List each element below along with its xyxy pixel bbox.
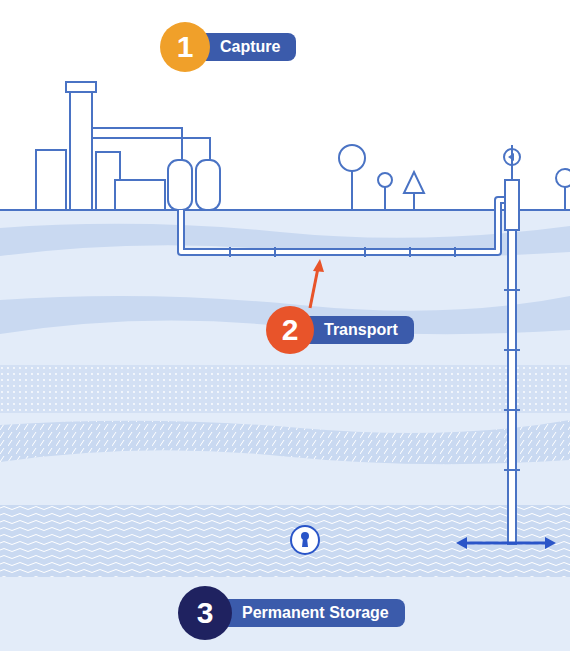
step-label: Permanent Storage (205, 599, 405, 627)
callout-number: 1 (160, 22, 210, 72)
callout-number: 3 (178, 586, 232, 640)
transport-badge: 2Transport (266, 306, 414, 354)
storage-badge: 3Permanent Storage (178, 586, 405, 640)
callout-number: 2 (266, 306, 314, 354)
capture-badge: 1Capture (160, 22, 296, 72)
